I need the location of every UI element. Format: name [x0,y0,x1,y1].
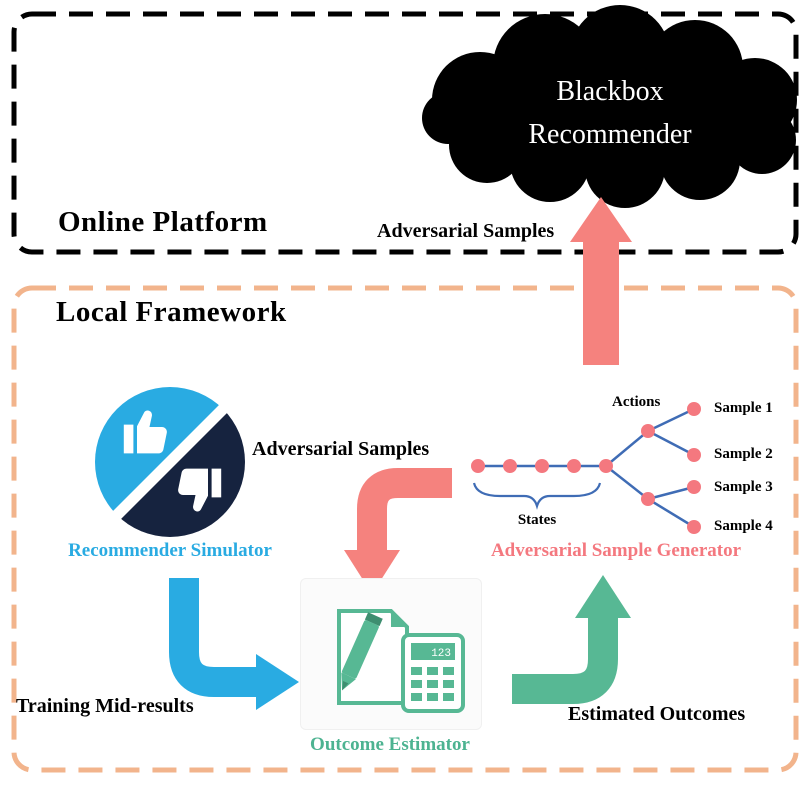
cloud-label-line1: Blackbox [556,76,664,107]
online-platform-box [11,11,799,255]
thumbs-up-icon [123,410,167,454]
adversarial-samples-label: Adversarial Samples [252,438,430,460]
local-framework-box [11,285,799,773]
thumbs-down-icon [178,468,222,512]
thumbs-down-half [103,395,245,537]
blackbox-recommender-label: Blackbox Recommender [478,70,742,157]
local-framework-title: Local Framework [56,296,287,328]
blackbox-cloud-icon [422,5,797,208]
adversarial-samples-to-platform-label: Adversarial Samples [377,220,555,242]
states-label: States [517,512,557,528]
sample-2-label: Sample 2 [714,446,773,462]
outcome-estimator-icon: 123 [300,578,482,730]
training-mid-results-label: Training Mid-results [16,695,194,717]
tree-state-nodes [471,402,701,534]
thumbs-up-half [95,387,237,529]
adversarial-sample-generator-label: Adversarial Sample Generator [490,540,742,561]
sample-4-label: Sample 4 [714,518,773,534]
arrow-blue-training [169,578,299,710]
actions-label: Actions [612,394,661,410]
arrow-up-to-recommender [570,197,632,365]
arrow-green-outcomes [512,575,631,704]
recommender-simulator-label: Recommender Simulator [68,540,272,561]
sample-3-label: Sample 3 [714,479,773,495]
calculator-icon: 123 [401,633,465,713]
online-platform-title: Online Platform [58,206,268,238]
calculator-display: 123 [431,648,451,660]
cloud-label-line2: Recommender [528,119,692,151]
states-brace [472,482,602,510]
sample-1-label: Sample 1 [714,400,773,416]
outcome-estimator-label: Outcome Estimator [310,734,470,755]
recommender-simulator-icon [95,387,245,537]
estimated-outcomes-label: Estimated Outcomes [568,703,746,725]
sample-generator-tree [471,402,701,534]
arrow-red-to-estimator [344,468,452,594]
pencil-icon [341,612,383,691]
